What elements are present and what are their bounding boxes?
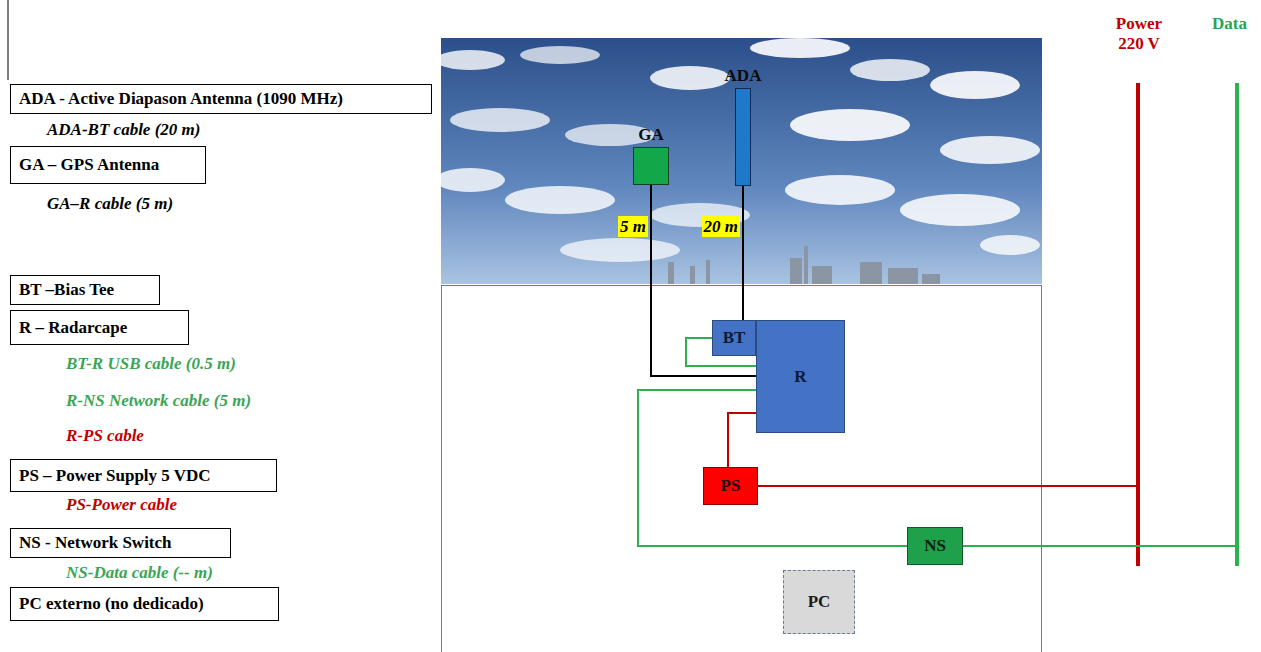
box-label: BT — [723, 328, 746, 348]
legend-box: GA – GPS Antenna — [10, 146, 206, 184]
skyline — [668, 246, 940, 284]
legend-box: PC externo (no dedicado) — [10, 587, 279, 621]
margin-line — [8, 0, 9, 80]
power-bus — [1136, 83, 1140, 566]
power-supply-box: PS — [703, 467, 758, 505]
antenna-mast: ADA — [735, 88, 751, 186]
legend-box: NS - Network Switch — [10, 528, 231, 558]
box-label: R – Radarcape — [19, 318, 127, 338]
box-label: R — [794, 367, 806, 387]
legend-box: PS – Power Supply 5 VDC — [10, 459, 277, 492]
gps-antenna: GA — [633, 147, 669, 185]
cable-label: BT-R USB cable (0.5 m) — [66, 354, 236, 374]
antenna-label: ADA — [725, 66, 762, 86]
box-label: PC externo (no dedicado) — [19, 594, 204, 614]
network-switch-box: NS — [907, 527, 963, 565]
power-cable — [758, 485, 1136, 487]
clouds — [435, 38, 1040, 262]
legend-box: ADA - Active Diapason Antenna (1090 MHz) — [10, 84, 432, 114]
data-cable — [963, 545, 1235, 547]
cable-label: R-PS cable — [66, 426, 144, 446]
legend-box: R – Radarcape — [10, 310, 189, 345]
cable-length: 5 m — [618, 216, 648, 237]
bus-label: Power 220 V — [1106, 14, 1172, 55]
bus-label: Data — [1212, 14, 1247, 34]
box-label: PS — [721, 476, 741, 496]
box-label: BT –Bias Tee — [19, 280, 114, 300]
cable-label: R-NS Network cable (5 m) — [66, 391, 251, 411]
room-outline — [442, 286, 1042, 652]
cable-length: 20 m — [702, 216, 740, 237]
pc-box: PC — [783, 570, 855, 634]
receiver-box: R — [756, 320, 845, 433]
box-label: ADA - Active Diapason Antenna (1090 MHz) — [19, 89, 343, 109]
box-label: PC — [808, 592, 831, 612]
bias-tee-box: BT — [712, 320, 756, 356]
box-label: PS – Power Supply 5 VDC — [19, 466, 211, 486]
antenna-label: GA — [638, 125, 664, 145]
cable-label: GA–R cable (5 m) — [47, 194, 173, 214]
sky-photo — [441, 38, 1042, 284]
cable-connector — [651, 185, 756, 376]
box-label: NS — [924, 536, 946, 556]
cable-label: PS-Power cable — [66, 495, 177, 515]
box-label: GA – GPS Antenna — [19, 155, 159, 175]
cable-connector — [742, 186, 744, 320]
cable-label: NS-Data cable (-- m) — [66, 563, 213, 583]
cable-connector — [728, 413, 756, 467]
data-bus — [1235, 83, 1239, 566]
cable-label: ADA-BT cable (20 m) — [47, 120, 200, 140]
box-label: NS - Network Switch — [19, 533, 172, 553]
legend-box: BT –Bias Tee — [10, 275, 160, 305]
